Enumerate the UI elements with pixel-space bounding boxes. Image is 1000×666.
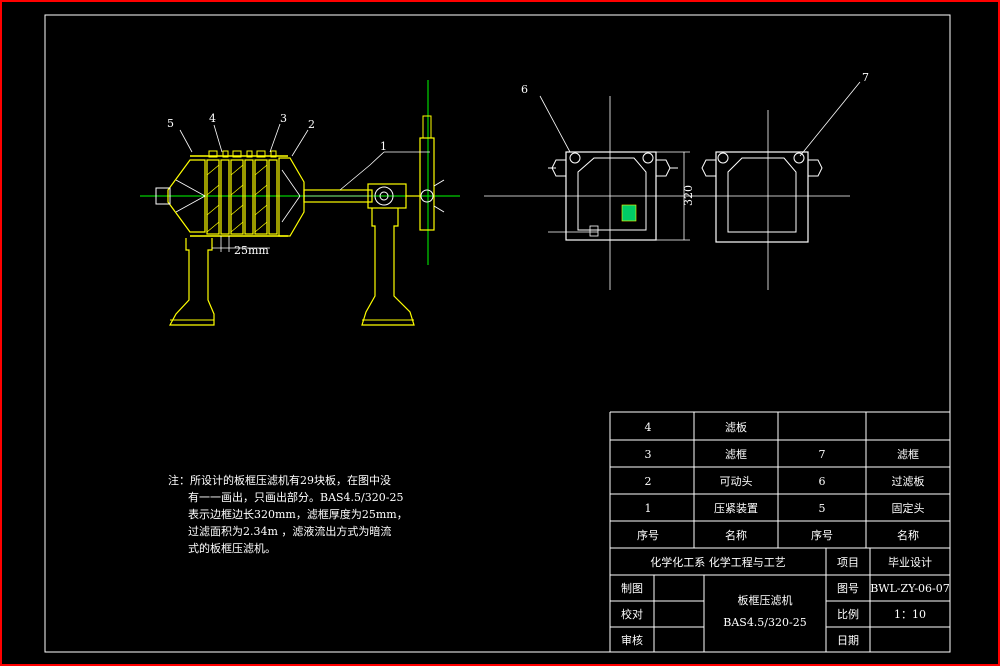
drawing-model: BAS4.5/320-25 [723, 616, 806, 629]
parts-table [609, 411, 950, 652]
row2-no: 2 [645, 475, 652, 488]
dimension-320: 320 [656, 151, 695, 241]
fixed-head [167, 159, 206, 233]
row4-name: 滤板 [725, 420, 747, 434]
filter-frame [715, 151, 809, 243]
review-label: 审核 [621, 633, 643, 647]
row6-no: 6 [819, 475, 826, 488]
plate-grid-pattern [621, 204, 637, 222]
note-line: 表示边框边长320mm，滤框厚度为25mm， [188, 508, 408, 521]
dimension-320-text: 320 [682, 185, 695, 206]
callout-5: 5 [167, 117, 174, 130]
drawn-label: 制图 [621, 582, 643, 595]
filter-press-side-view: 25mm 5 4 3 2 1 [140, 80, 460, 326]
note-line: 有一一画出，只画出部分。BAS4.5/320-25 [188, 491, 404, 504]
check-label: 校对 [621, 607, 643, 621]
header-name-1: 名称 [725, 528, 747, 542]
row5-name: 固定头 [892, 501, 925, 515]
header-name-2: 名称 [897, 528, 919, 542]
inlet-nozzle [155, 187, 171, 205]
row7-no: 7 [819, 448, 826, 461]
dimension-25mm-text: 25mm [234, 244, 269, 257]
drawing-no-value: BWL-ZY-06-07 [870, 582, 950, 595]
design-note: 注：所设计的板框压滤机有29块板，在图中没 有一一画出，只画出部分。BAS4.5… [168, 472, 438, 557]
header-no-1: 序号 [637, 528, 659, 542]
movable-head [278, 157, 305, 237]
plate-stack [206, 150, 278, 235]
note-line: 式的板框压滤机。 [188, 542, 276, 555]
callout-1: 1 [380, 140, 387, 153]
row3-name: 滤框 [725, 448, 747, 461]
drawing-title: 板框压滤机 [738, 593, 793, 607]
row1-no: 1 [645, 502, 652, 515]
row7-name: 滤框 [897, 448, 919, 461]
row1-name: 压紧装置 [714, 502, 758, 515]
row2-name: 可动头 [720, 475, 753, 488]
filter-plate [565, 151, 657, 241]
row6-name: 过滤板 [892, 474, 925, 488]
row5-no: 5 [819, 502, 826, 515]
note-line: 过滤面积为2.34m ，滤液流出方式为暗流 [188, 525, 392, 538]
callout-7: 7 [862, 71, 869, 84]
project-label: 项目 [837, 556, 859, 569]
dimension-25mm: 25mm [212, 236, 270, 257]
right-support [361, 208, 415, 326]
row3-no: 3 [645, 448, 652, 461]
note-line: 注：所设计的板框压滤机有29块板，在图中没 [168, 474, 391, 487]
scale-label: 比例 [837, 607, 859, 621]
drawing-no-label: 图号 [837, 582, 859, 595]
callout-3: 3 [280, 112, 287, 125]
header-no-2: 序号 [811, 528, 833, 542]
plate-front-view: 320 6 7 [484, 71, 869, 290]
callout-6: 6 [521, 83, 528, 96]
project-value: 毕业设计 [888, 556, 932, 569]
callout-4: 4 [209, 112, 216, 125]
date-label: 日期 [837, 634, 859, 647]
row4-no: 4 [645, 421, 652, 434]
drawing-frame [44, 14, 951, 653]
callout-2: 2 [308, 118, 315, 131]
scale-value: 1：10 [894, 608, 926, 621]
left-support [168, 238, 215, 326]
dept-text: 化学化工系 化学工程与工艺 [650, 555, 786, 569]
title-block [610, 548, 950, 652]
